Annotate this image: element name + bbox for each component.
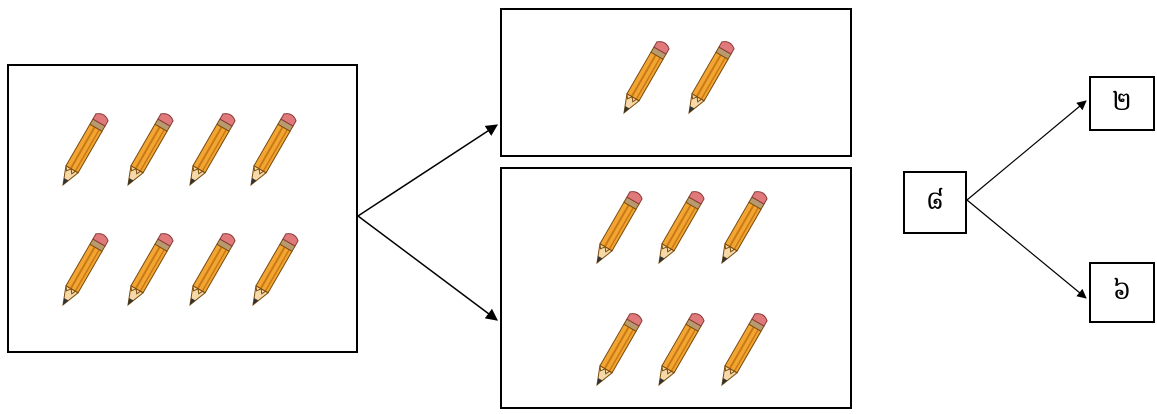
pencil-icon [596, 313, 643, 387]
pencil-icon [658, 191, 705, 265]
pencil-icon [623, 41, 670, 115]
pencil-icon [721, 191, 768, 265]
part-group-box-2 [500, 167, 852, 409]
pencil-icon [127, 233, 174, 307]
arrow-icon [357, 124, 499, 217]
pencil-icon [688, 41, 735, 115]
part-group-box-1 [500, 8, 852, 157]
pencil-icon [62, 233, 109, 307]
pencil-icon [658, 313, 705, 387]
arrow-icon [966, 100, 1087, 201]
pencil-icon [127, 113, 174, 187]
arrow-icon [966, 199, 1087, 299]
pencil-icon [62, 113, 109, 187]
number-bond-part-2: ៦ [1089, 262, 1155, 323]
number-bond-whole: ៨ [903, 171, 967, 234]
pencil-icon [596, 191, 643, 265]
number-bond-part-1: ២ [1089, 76, 1155, 131]
pencil-icon [189, 233, 236, 307]
whole-group-box [7, 64, 358, 353]
pencil-icon [721, 313, 768, 387]
pencil-icon [250, 113, 297, 187]
arrow-icon [357, 215, 498, 321]
pencil-icon [189, 113, 236, 187]
pencil-icon [252, 233, 299, 307]
